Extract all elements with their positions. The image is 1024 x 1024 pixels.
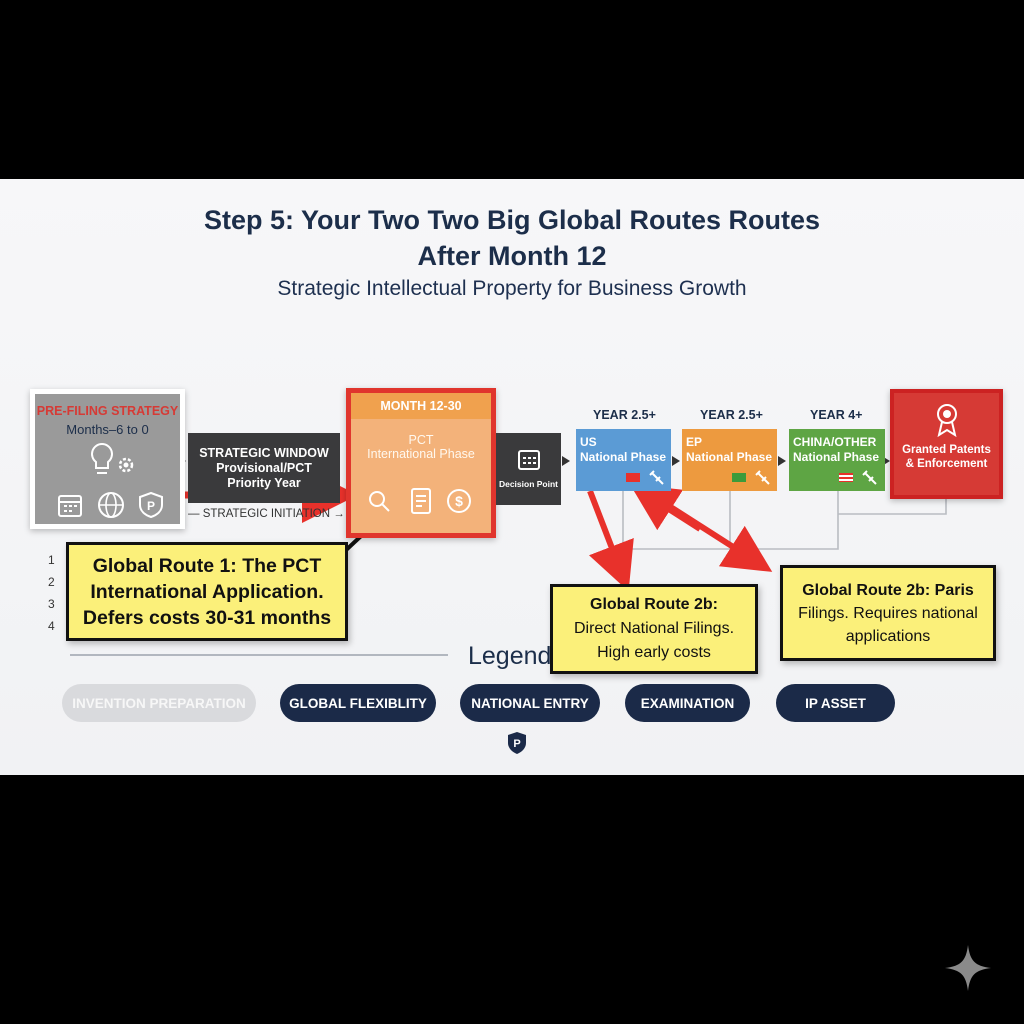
callout-route-1-line2: International Application. [90,580,324,603]
callout-route-2b-paris-line3: applications [845,627,931,645]
red-arrow-back [629,484,702,532]
legend-title: Legend [468,642,552,670]
callout-route-2b-paris: Global Route 2b: Paris Filings. Requires… [780,565,996,661]
svg-text:P: P [147,499,155,513]
sparkle-icon [945,945,991,991]
search-icon [369,491,390,512]
bullet-3: 3 [48,597,55,611]
granted-line1: Granted Patents [902,444,991,456]
bullet-2: 2 [48,575,55,589]
pct-line2: International Phase [367,447,475,461]
brand-logo-icon: P [508,732,526,754]
year-label-ep: YEAR 2.5+ [700,408,763,422]
svg-text:$: $ [455,493,463,509]
legend-invention-preparation: INVENTION PREPARATION [62,684,256,722]
lightbulb-icon [91,442,113,474]
china-line1: CHINA/OTHER [793,435,877,449]
decision-point-label: Decision Point [498,479,559,489]
pct-line1: PCT [408,433,434,447]
arrow-head-3 [672,456,680,466]
china-line2: National Phase [793,450,880,464]
granted-line2: & Enforcement [905,458,988,470]
flag-icon [626,473,640,482]
callout-route-2b-direct-line2: Direct National Filings. [573,620,735,637]
pct-box: MONTH 12-30 PCT International Phase $ [346,388,496,538]
subtitle: Strategic Intellectual Property for Busi… [277,277,747,300]
pct-header: MONTH 12-30 [351,393,491,419]
china-national-phase-box: CHINA/OTHER National Phase [789,429,885,491]
callout-route-2b-direct-line3: High early costs [597,644,711,661]
strategic-window-line3: Priority Year [227,475,301,490]
callout-route-2b-direct: Global Route 2b: Direct National Filings… [550,584,758,674]
prefiling-label: PRE-FILING STRATEGY [36,404,179,418]
patent-shield-icon: P [139,491,163,519]
strategic-initiation-label: — STRATEGIC INITIATION → [188,508,345,520]
prefiling-months: Months–6 to 0 [66,422,149,437]
us-national-phase-box: US National Phase [576,429,671,491]
year-label-china: YEAR 4+ [810,408,863,422]
callout-route-2b-paris-line2: Filings. Requires national [798,604,978,622]
title-line-2: After Month 12 [417,241,607,271]
legend-ip-asset: IP ASSET [776,684,895,722]
award-ribbon-icon [937,404,957,438]
globe-icon [98,492,124,518]
callout-route-1-line3: Defers costs 30-31 months [82,606,332,629]
prefiling-box: PRE-FILING STRATEGY Months–6 to 0 P [30,389,185,529]
strategic-window-line1: STRATEGIC WINDOW [199,445,329,460]
bullet-4: 4 [48,619,55,633]
arrow-head-4 [778,456,786,466]
flag-icon [732,473,746,482]
bullet-list: 1 2 3 4 [48,549,55,637]
calendar-icon [58,495,82,517]
gavel-icon [649,470,664,485]
strategic-window-box: STRATEGIC WINDOW Provisional/PCT Priorit… [188,433,340,503]
svg-text:P: P [513,738,520,750]
callout-route-1: Global Route 1: The PCT International Ap… [66,542,348,641]
us-line1: US [580,435,597,449]
callout-route-1-line1: Global Route 1: The PCT [92,554,322,577]
legend-national-entry: NATIONAL ENTRY [460,684,600,722]
bullet-1: 1 [48,553,55,567]
decision-point-box: Decision Point [496,433,561,505]
ep-national-phase-box: EP National Phase [682,429,777,491]
strategic-window-line2: Provisional/PCT [216,460,312,475]
callout-route-2b-paris-line1: Global Route 2b: Paris [802,581,974,599]
slide-panel: Step 5: Your Two Two Big Global Routes R… [0,179,1024,775]
dollar-icon: $ [447,489,471,513]
document-icon [411,488,431,514]
gavel-icon [755,470,770,485]
callout-route-2b-direct-line1: Global Route 2b: [590,596,718,613]
flag-icon [839,473,853,482]
calendar-icon [518,450,540,470]
gear-icon [118,457,134,473]
legend-global-flexibility: GLOBAL FLEXIBLITY [280,684,436,722]
gavel-icon [862,470,877,485]
ep-line2: National Phase [686,450,773,464]
us-line2: National Phase [580,450,667,464]
red-arrow-route2b-direct [587,489,634,592]
year-label-us: YEAR 2.5+ [593,408,656,422]
granted-patents-box: Granted Patents & Enforcement [890,389,1003,499]
legend-examination: EXAMINATION [625,684,750,722]
ep-line1: EP [686,435,703,449]
title-line-1: Step 5: Your Two Two Big Global Routes R… [203,205,821,235]
arrow-head-2 [562,456,570,466]
